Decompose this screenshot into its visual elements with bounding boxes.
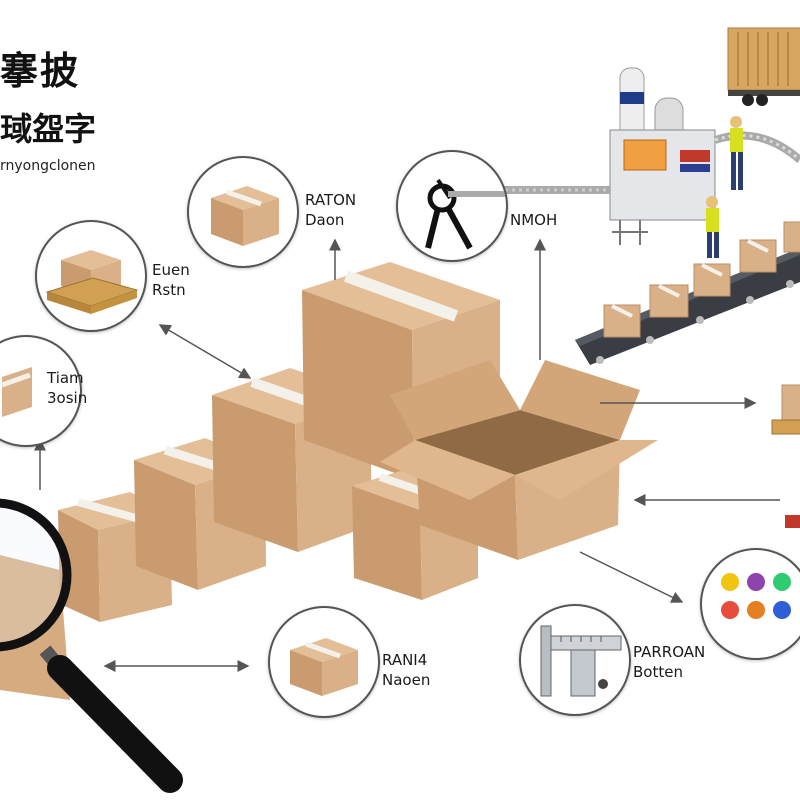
worker-icon xyxy=(706,196,719,258)
caliper-callout-circle xyxy=(519,604,631,716)
color-dot xyxy=(721,601,739,619)
tape-dispenser-callout-circle xyxy=(396,150,508,262)
worker-icon xyxy=(730,116,743,190)
color-dot xyxy=(773,573,791,591)
color-swatches xyxy=(721,573,791,619)
color-dot xyxy=(747,573,765,591)
pallet-callout-circle xyxy=(35,220,147,332)
callout-label: NMOH xyxy=(510,211,558,229)
page-caption: rnyongclonen xyxy=(0,158,96,174)
color-dot xyxy=(747,601,765,619)
pallet-box-icon xyxy=(771,384,800,435)
shipping-truck-icon xyxy=(727,27,800,106)
belt-conveyor-icon xyxy=(575,221,800,365)
pallet-icon xyxy=(45,250,139,314)
tape-dispenser-icon xyxy=(425,178,506,250)
page-subtitle: 琙盌字 xyxy=(0,110,97,148)
color-dot xyxy=(773,601,791,619)
box-steps xyxy=(0,262,658,700)
red-square-icon xyxy=(785,515,800,528)
box-callout-circle xyxy=(187,156,299,268)
page-title: 搴披 xyxy=(0,49,81,93)
color-dot xyxy=(721,573,739,591)
box-icon xyxy=(290,638,358,696)
caliper-icon xyxy=(540,625,622,697)
factory-machine-icon xyxy=(609,67,716,245)
box-icon xyxy=(1,367,32,417)
box-icon xyxy=(211,186,279,246)
color-swatch-callout-circle xyxy=(700,548,800,660)
box-callout-circle xyxy=(268,606,380,718)
